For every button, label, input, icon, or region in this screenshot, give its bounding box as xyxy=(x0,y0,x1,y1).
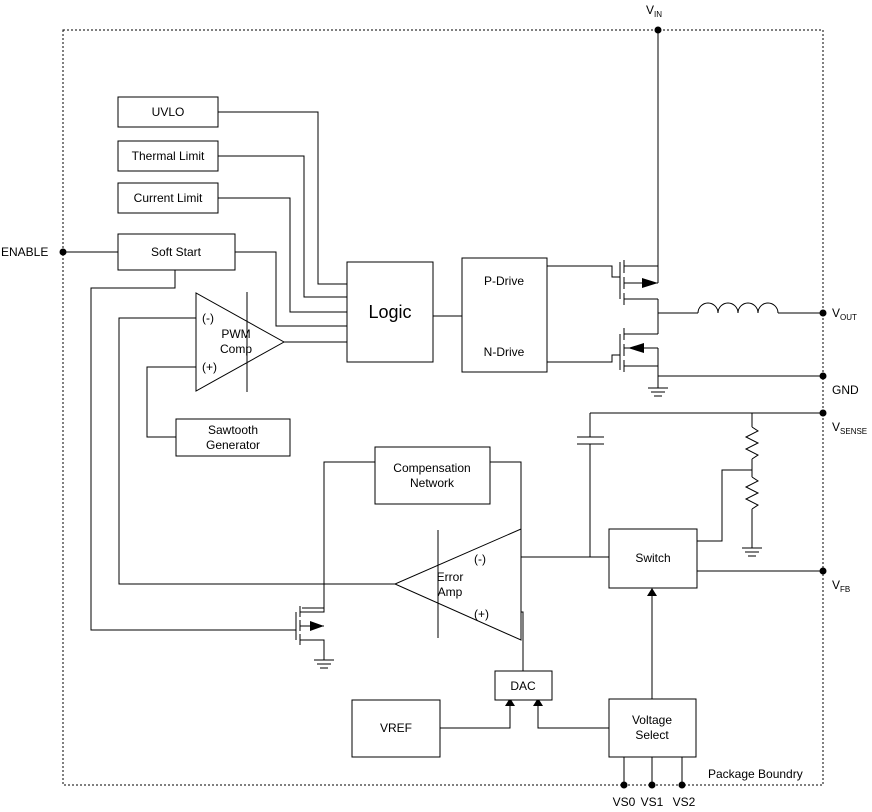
compensation-block xyxy=(374,446,491,505)
pwm-comp-label-1: PWM xyxy=(221,327,250,341)
wire-ndrive-gate xyxy=(547,354,620,363)
sawtooth-label-2: Generator xyxy=(206,438,260,452)
vs0-pin-label: VS0 xyxy=(613,795,636,809)
vout-pin-dot xyxy=(819,309,827,317)
wire-softstart-mosfet xyxy=(90,270,253,631)
vout-pin-label: VOUT xyxy=(832,306,857,322)
thermal-limit-label: Thermal Limit xyxy=(132,149,205,163)
wire-sawtooth-pwm xyxy=(146,366,196,438)
vfb-pin-dot xyxy=(819,567,827,575)
uvlo-label: UVLO xyxy=(152,105,185,119)
uvlo-block xyxy=(117,96,219,128)
soft-start-block xyxy=(117,233,236,271)
error-amp-minus: (-) xyxy=(474,552,486,566)
vsense-pin-dot xyxy=(819,409,827,417)
wire-current-logic xyxy=(218,197,347,313)
wire-dac-erroramp xyxy=(521,611,524,671)
wire-compensation-left xyxy=(302,461,375,609)
drive-block xyxy=(461,257,548,373)
wire-vref-dac xyxy=(440,698,515,729)
resistor-top xyxy=(744,426,760,460)
error-amp-label-2: Amp xyxy=(438,585,463,599)
thermal-limit-block xyxy=(117,140,219,172)
inductor-coil xyxy=(697,302,779,314)
vfb-pin-label: VFB xyxy=(832,578,850,594)
vs0-pin-dot xyxy=(620,781,628,789)
switch-block xyxy=(608,528,698,589)
vs2-pin-label: VS2 xyxy=(673,795,696,809)
error-amp-plus: (+) xyxy=(474,607,489,621)
pwm-comp-minus: (-) xyxy=(202,311,214,325)
error-amp-label-1: Error xyxy=(437,570,464,584)
wire-erroramp-pwm xyxy=(118,317,395,585)
sawtooth-label-1: Sawtooth xyxy=(208,423,258,437)
pwm-comp-plus: (+) xyxy=(202,360,217,374)
switch-label: Switch xyxy=(635,551,670,565)
vs1-pin-dot xyxy=(648,781,656,789)
wire-uvlo-logic xyxy=(218,111,347,285)
wire-pdrive-gate xyxy=(547,265,620,278)
resistor-bottom xyxy=(744,476,760,510)
enable-pin-label: ENABLE xyxy=(1,245,48,259)
wire-thermal-logic xyxy=(218,155,347,298)
gnd-pin-dot xyxy=(819,372,827,380)
soft-start-label: Soft Start xyxy=(151,245,202,259)
dac-label: DAC xyxy=(510,679,536,693)
compensation-label-1: Compensation xyxy=(393,461,470,475)
p-drive-label: P-Drive xyxy=(484,274,524,288)
vin-pin-dot xyxy=(654,26,662,34)
pwm-comp-label-2: Comp xyxy=(220,342,252,356)
pmos-arrow xyxy=(642,278,658,288)
dac-block xyxy=(494,670,553,701)
n-drive-label: N-Drive xyxy=(484,345,525,359)
error-amp-triangle xyxy=(393,528,522,641)
current-limit-block xyxy=(117,182,219,214)
wire-vselect-dac xyxy=(533,698,609,729)
logic-block xyxy=(346,261,434,363)
wire-softstart-logic xyxy=(235,251,347,327)
clamp-nmos-arrow xyxy=(310,621,324,631)
sawtooth-block xyxy=(175,418,291,457)
pwm-comp-triangle xyxy=(195,292,286,392)
compensation-label-2: Network xyxy=(410,476,455,490)
gnd-pin-label: GND xyxy=(832,383,859,397)
enable-pin-dot xyxy=(59,248,67,256)
voltage-select-label-2: Select xyxy=(635,728,669,742)
wire-divider-switch xyxy=(697,469,752,542)
vs1-pin-label: VS1 xyxy=(641,795,664,809)
current-limit-label: Current Limit xyxy=(134,191,203,205)
voltage-select-label-1: Voltage xyxy=(632,713,672,727)
logic-label: Logic xyxy=(368,302,411,322)
package-boundary xyxy=(62,29,824,786)
wire-compensation-right xyxy=(490,461,522,557)
vin-pin-label: VIN xyxy=(646,3,662,19)
vref-block xyxy=(351,699,441,758)
voltage-select-block xyxy=(608,698,697,758)
package-boundary-label: Package Boundry xyxy=(708,767,803,781)
vref-label: VREF xyxy=(380,721,412,735)
vs2-pin-dot xyxy=(678,781,686,789)
vsense-pin-label: VSENSE xyxy=(832,420,867,436)
nmos-arrow xyxy=(628,343,644,353)
